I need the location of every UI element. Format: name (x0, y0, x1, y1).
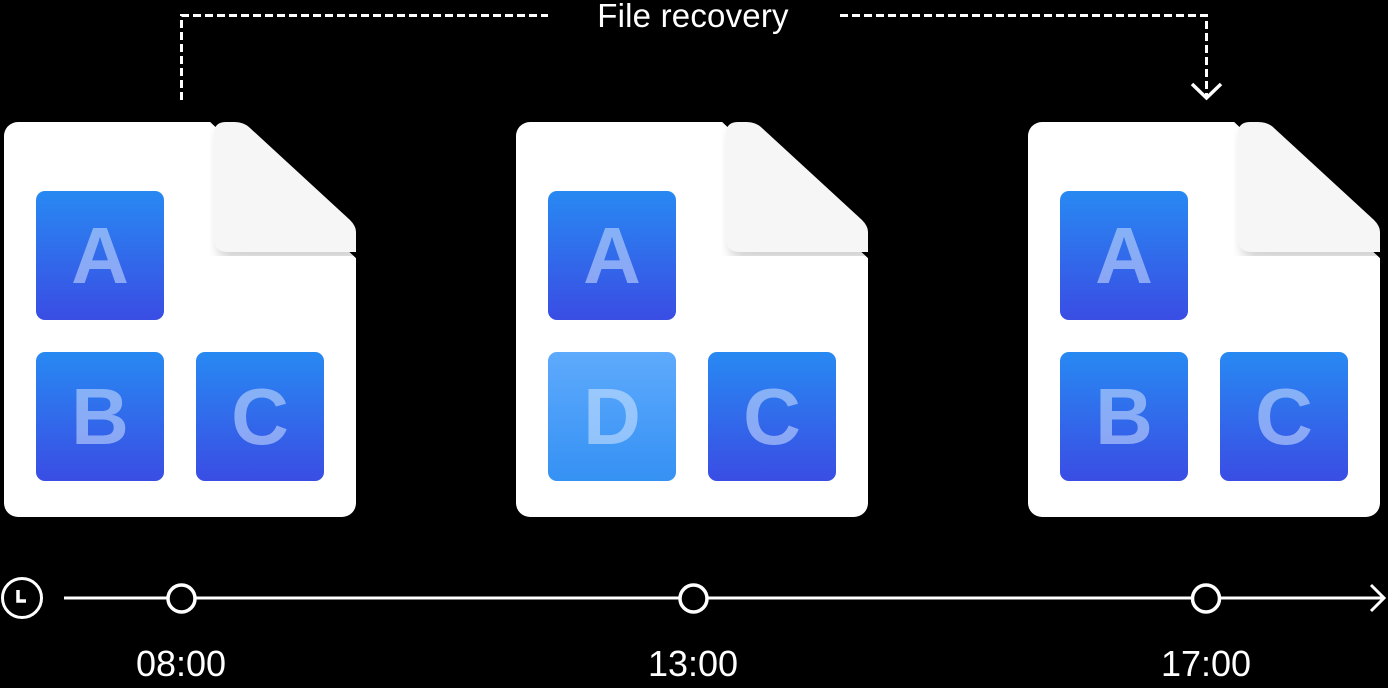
clock-icon (1, 577, 43, 619)
timeline-marker-1700[interactable] (1190, 583, 1222, 614)
page-fold-icon (1238, 122, 1382, 256)
timeline-marker-1300[interactable] (678, 583, 709, 614)
tile-b: B (1060, 352, 1188, 481)
tile-d-modified: D (548, 352, 676, 481)
time-label-1300: 13:00 (647, 643, 739, 684)
document-0800: A B C (4, 120, 358, 517)
document-1700: A B C (1028, 120, 1382, 517)
tile-c: C (708, 352, 836, 481)
document-1300: A D C (516, 120, 870, 517)
page-fold-icon (214, 122, 358, 256)
tile-a: A (548, 191, 676, 320)
timeline-marker-0800[interactable] (166, 583, 197, 614)
timeline (1, 577, 1387, 619)
tile-a: A (36, 191, 164, 320)
recovery-path (180, 14, 1208, 100)
tile-c: C (196, 352, 324, 481)
diagram-title: File recovery (597, 0, 789, 34)
tile-a: A (1060, 191, 1188, 320)
page-fold-icon (726, 122, 870, 256)
tile-c: C (1220, 352, 1348, 481)
arrow-down-icon (1190, 82, 1223, 101)
time-label-0800: 08:00 (135, 643, 227, 684)
arrow-right-icon (1369, 583, 1387, 613)
tile-b: B (36, 352, 164, 481)
time-label-1700: 17:00 (1160, 643, 1252, 684)
